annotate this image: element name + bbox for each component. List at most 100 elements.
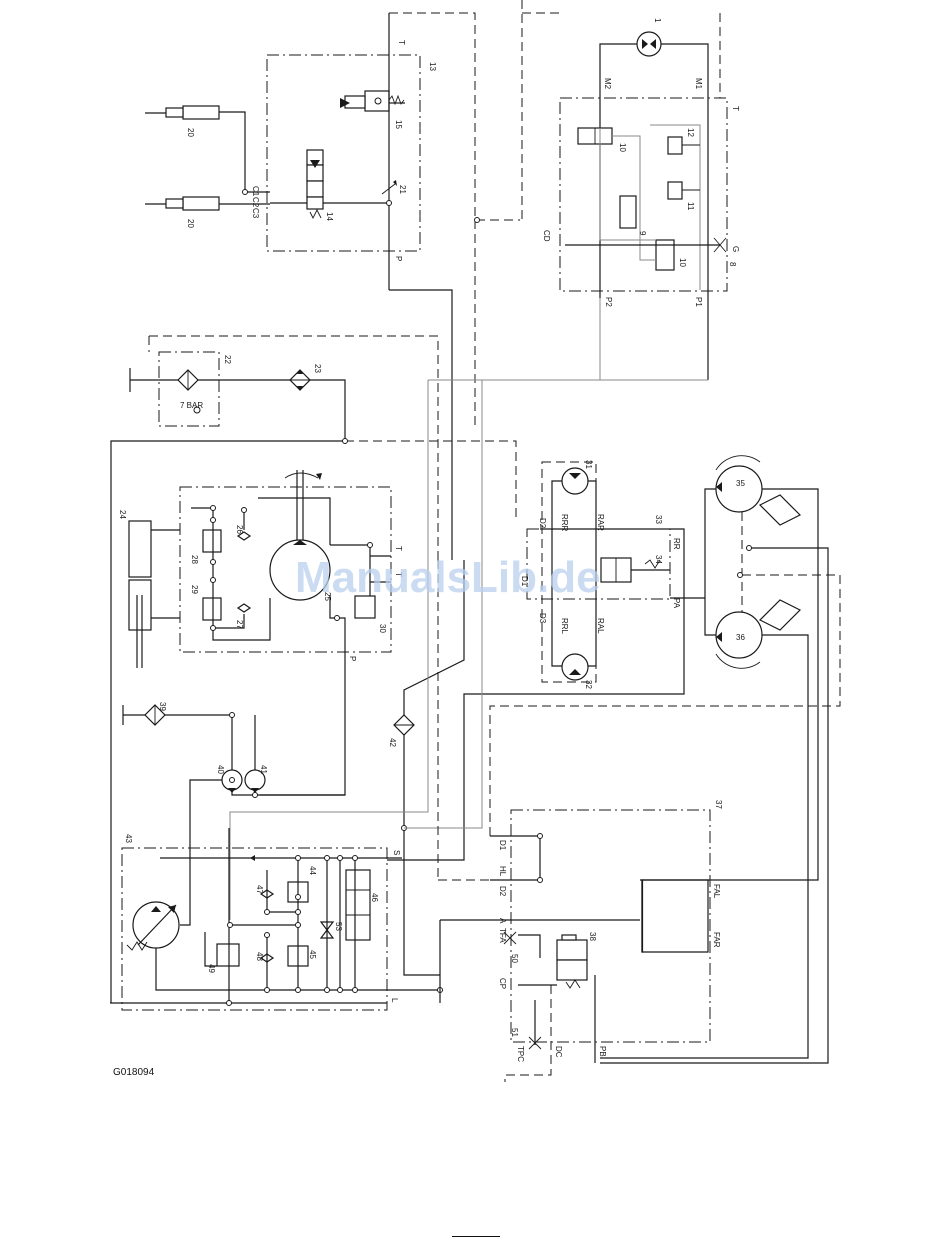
port-c1: C1 — [251, 186, 260, 197]
label-45: 45 — [308, 950, 317, 959]
pump-group-43: 43 44 45 46 47 48 49 53 S L — [110, 828, 443, 1010]
label-37: 37 — [714, 800, 723, 809]
label-41: 41 — [259, 765, 268, 774]
port-d2: D2 — [538, 518, 547, 529]
port-pa: PA — [672, 598, 681, 609]
brake-35 — [760, 495, 800, 525]
solenoid-valve-38 — [557, 940, 587, 960]
valve-block-33: 31 32 33 34 D2 D1 D3 RRR RRL RAR RAL RR … — [464, 460, 705, 840]
label-36: 36 — [736, 633, 745, 642]
label-33: 33 — [654, 515, 663, 524]
grey-line-upper — [428, 298, 600, 380]
valve-block-7-boundary — [560, 98, 727, 291]
port-c3: C3 — [251, 208, 260, 219]
port-rrr: RRR — [560, 514, 569, 532]
pump-group-25: 28 29 26 27 25 30 T T P — [180, 470, 403, 795]
port-g: G — [731, 246, 740, 252]
label-40: 40 — [216, 765, 225, 774]
port-p-valve: P — [394, 256, 403, 261]
label-35: 35 — [736, 479, 745, 488]
label-44: 44 — [308, 866, 317, 875]
label-28: 28 — [190, 555, 199, 564]
brake-36 — [760, 600, 800, 630]
fal-far-box — [642, 880, 708, 952]
label-13: 13 — [428, 62, 437, 71]
valve-block-7: 10 12 11 9 10 1 M2 M1 T CD G 8 P2 P1 — [542, 18, 740, 380]
port-far: FAR — [712, 932, 721, 948]
label-9: 9 — [638, 231, 647, 236]
tank-24: 24 — [118, 510, 180, 668]
label-50: 50 — [510, 954, 519, 963]
valve-12 — [668, 137, 682, 154]
port-rr: RR — [672, 538, 681, 550]
figure-code: G018094 — [113, 1067, 154, 1078]
solenoid-valve-15 — [340, 91, 404, 111]
label-34: 34 — [654, 555, 663, 564]
valve-block-37-boundary — [511, 810, 710, 1042]
cylinder-20b — [183, 197, 219, 210]
filter-group-22: 7 BAR 22 23 — [130, 336, 438, 560]
port-c2: C2 — [251, 197, 260, 208]
label-11: 11 — [686, 202, 695, 211]
pressure-note: 7 BAR — [180, 401, 203, 410]
port-dc: DC — [554, 1046, 563, 1058]
port-l: L — [390, 998, 399, 1003]
label-10b: 10 — [678, 258, 687, 267]
label-42: 42 — [388, 738, 397, 747]
valve-29 — [203, 598, 221, 620]
valve-block-13-boundary — [267, 55, 420, 251]
label-48: 48 — [255, 952, 264, 961]
label-46: 46 — [370, 893, 379, 902]
line-m1 — [661, 44, 708, 380]
port-tfa: TFA — [498, 928, 507, 943]
label-32: 32 — [584, 680, 593, 689]
label-39: 39 — [158, 702, 167, 711]
valve-9 — [620, 196, 636, 228]
port-fal: FAL — [712, 884, 721, 899]
cylinder-20a — [183, 106, 219, 119]
label-10a: 10 — [618, 143, 627, 152]
port-rrl: RRL — [560, 618, 569, 635]
label-20a: 20 — [186, 128, 195, 137]
port-s: S — [392, 850, 401, 855]
line-p-down — [389, 290, 452, 560]
port-ral: RAL — [596, 618, 605, 634]
grey-line-p1 — [404, 380, 708, 828]
valve-46 — [346, 870, 370, 940]
motor-32 — [562, 654, 588, 680]
port-rar: RAR — [596, 514, 605, 531]
label-43: 43 — [124, 834, 133, 843]
grey-line-left — [230, 380, 428, 920]
label-47: 47 — [255, 885, 264, 894]
valve-block-13: 13 15 14 21 T P C3 C1 C2 — [251, 13, 452, 560]
port-hl: HL — [498, 866, 507, 877]
port-p2: P2 — [604, 297, 613, 307]
label-30: 30 — [378, 624, 387, 633]
label-26: 26 — [235, 525, 244, 534]
pilot-drain-line — [149, 336, 438, 560]
label-12: 12 — [686, 128, 695, 137]
port-a: A — [498, 918, 507, 924]
valve-11 — [668, 182, 682, 199]
watermark: ManualsLib.de — [295, 553, 601, 602]
port-d3: D3 — [538, 613, 547, 624]
port-m2: M2 — [603, 78, 612, 90]
label-24: 24 — [118, 510, 127, 519]
label-15: 15 — [394, 120, 403, 129]
label-31: 31 — [584, 460, 593, 469]
port-m1: M1 — [694, 78, 703, 90]
case-drain-line — [345, 441, 516, 520]
port-p-pump: P — [348, 656, 357, 661]
label-38: 38 — [588, 932, 597, 941]
label-22: 22 — [223, 355, 232, 364]
valve-28 — [203, 530, 221, 552]
port-cp: CP — [498, 978, 507, 989]
port-pb: PB — [598, 1046, 607, 1057]
valve-49 — [217, 944, 239, 966]
port-t-top: T — [397, 40, 406, 45]
label-14: 14 — [325, 212, 334, 221]
port-t-pump1: T — [394, 546, 403, 551]
label-8: 8 — [728, 262, 737, 267]
label-29: 29 — [190, 585, 199, 594]
